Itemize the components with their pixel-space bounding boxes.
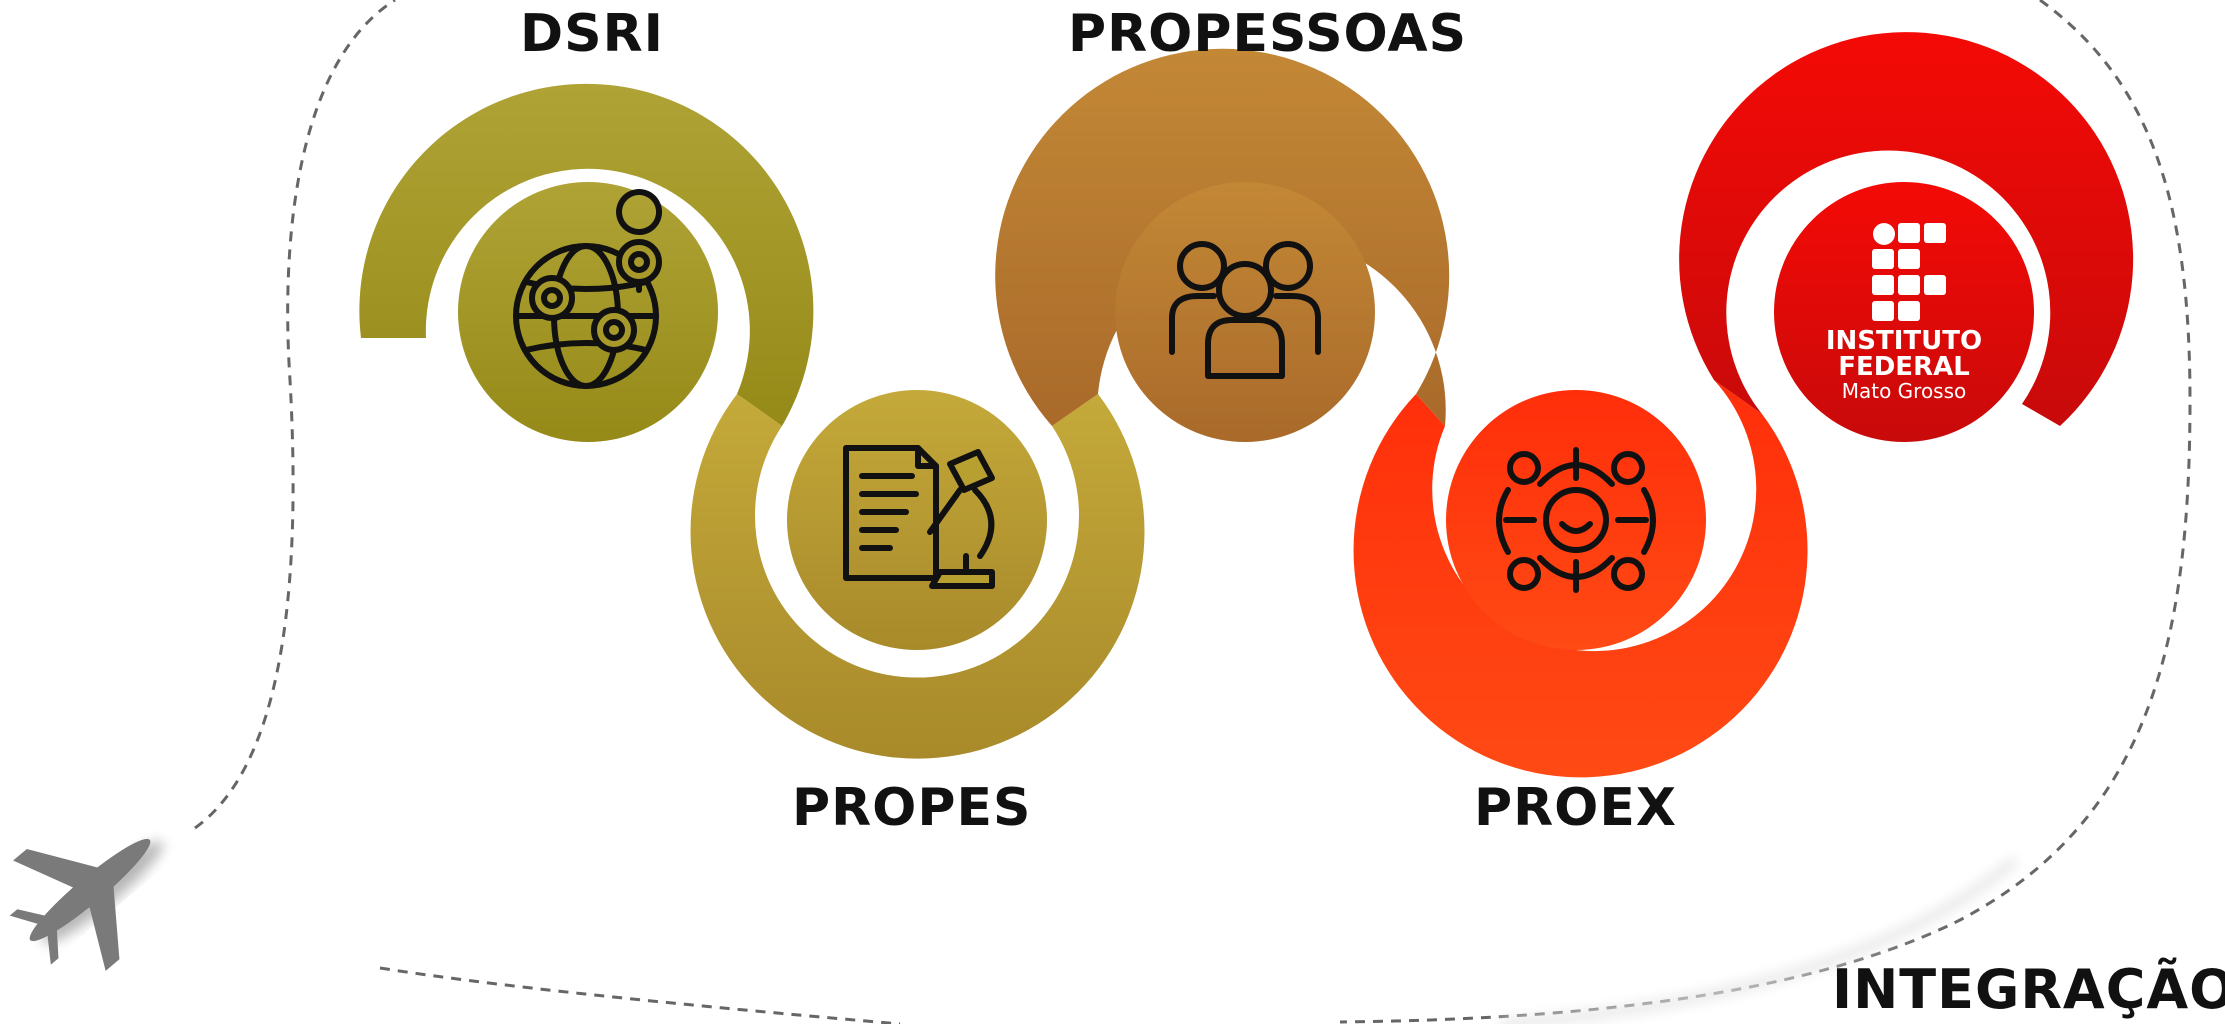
propes-circle — [787, 390, 1047, 650]
document-and-microscope-icon — [843, 445, 995, 589]
if-logo-line1: INSTITUTO — [1825, 326, 1983, 356]
propes-arc — [690, 394, 1145, 759]
globe-with-location-pins-icon — [513, 189, 662, 389]
dsri-arc — [359, 83, 814, 426]
proex-label: PROEX — [1474, 778, 1677, 838]
if-logo-line3: Mato Grosso — [1841, 379, 1967, 403]
people-group-icon — [1169, 241, 1321, 379]
stage-proex — [1353, 380, 1808, 778]
integracao-label: INTEGRAÇÃO — [1832, 958, 2225, 1021]
dsri-label: DSRI — [520, 4, 665, 64]
propes-label: PROPES — [792, 778, 1032, 838]
if-logo-line2: FEDERAL — [1838, 352, 1970, 382]
community-network-icon — [1496, 447, 1656, 593]
proex-arc — [1353, 380, 1808, 778]
stage-dsri — [359, 83, 814, 442]
proex-circle — [1446, 390, 1706, 650]
path-shadow — [1499, 856, 2019, 1024]
stage-propessoas — [995, 48, 1450, 442]
propessoas-label: PROPESSOAS — [1068, 4, 1468, 64]
airplane-icon — [9, 838, 163, 971]
if-arc — [1679, 32, 2134, 426]
stage-instituto-federal — [1679, 32, 2134, 442]
dsri-circle — [458, 182, 718, 442]
instituto-federal-logo-icon — [1872, 223, 1946, 321]
stage-propes — [690, 390, 1145, 759]
propessoas-circle — [1115, 182, 1375, 442]
